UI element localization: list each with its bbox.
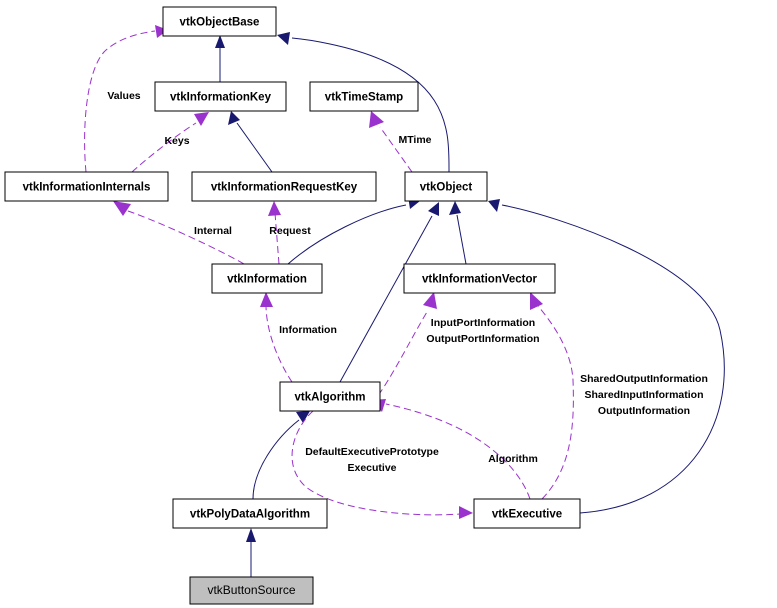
edge-label-defaultexecutiveprototype: DefaultExecutivePrototype bbox=[305, 446, 439, 458]
edge-label-sharedinputinformation: SharedInputInformation bbox=[585, 389, 704, 401]
edge-vtkAlgorithm-to-vtkObject bbox=[339, 202, 439, 383]
edge-vtkInformationRequestKey-to-vtkInformationKey bbox=[228, 111, 273, 173]
class-node-label: vtkObject bbox=[420, 182, 473, 194]
edge-label-sharedoutputinformation: SharedOutputInformation bbox=[580, 373, 708, 385]
edge-vtkInformationVector-to-vtkObject bbox=[449, 201, 467, 265]
class-node-group: vtkObjectBase vtkInformationKey vtkTimeS… bbox=[4, 6, 581, 605]
class-node-vtktimestamp[interactable]: vtkTimeStamp bbox=[309, 81, 419, 112]
class-node-label: vtkObjectBase bbox=[180, 17, 260, 29]
edge-vtkPolyDataAlgorithm-to-vtkAlgorithm bbox=[252, 411, 310, 500]
class-node-vtkpolydataalgorithm[interactable]: vtkPolyDataAlgorithm bbox=[172, 498, 328, 529]
edge-usage-internal bbox=[113, 201, 245, 265]
class-node-vtkinformation[interactable]: vtkInformation bbox=[211, 263, 323, 294]
class-node-label: vtkInformationVector bbox=[422, 274, 538, 286]
class-node-label: vtkButtonSource bbox=[207, 583, 295, 597]
edge-vtkExecutive-to-vtkObject bbox=[488, 199, 725, 514]
edge-label-inputportinformation: InputPortInformation bbox=[431, 317, 535, 329]
edge-usage-request bbox=[268, 201, 281, 265]
edge-vtkObject-to-vtkObjectBase bbox=[277, 32, 450, 173]
edge-usage-information bbox=[260, 292, 293, 383]
usage-edges bbox=[84, 25, 574, 519]
class-node-label: vtkInformationInternals bbox=[23, 182, 151, 194]
class-node-label: vtkAlgorithm bbox=[295, 392, 366, 404]
class-node-label: vtkExecutive bbox=[492, 509, 562, 521]
class-node-vtkalgorithm[interactable]: vtkAlgorithm bbox=[279, 381, 381, 412]
class-node-vtkinformationkey[interactable]: vtkInformationKey bbox=[154, 81, 287, 112]
edge-label-values: Values bbox=[107, 90, 140, 102]
edge-label-executive: Executive bbox=[347, 462, 396, 474]
edge-usage-defaultexecutiveprototype bbox=[291, 410, 473, 519]
class-node-vtkobjectbase[interactable]: vtkObjectBase bbox=[162, 6, 277, 37]
class-node-label: vtkPolyDataAlgorithm bbox=[190, 509, 310, 521]
edge-label-algorithm: Algorithm bbox=[488, 453, 538, 465]
edge-label-keys: Keys bbox=[164, 135, 189, 147]
edge-usage-keys bbox=[131, 112, 209, 173]
edge-label-information: Information bbox=[279, 324, 337, 336]
edge-label-outputinformation: OutputInformation bbox=[598, 405, 690, 417]
inheritance-edges bbox=[215, 32, 725, 577]
edge-vtkButtonSource-to-vtkPolyDataAlgorithm bbox=[246, 528, 256, 577]
edge-vtkInformationKey-to-vtkObjectBase bbox=[215, 35, 225, 82]
edge-label-group: Values Keys MTime Internal Request Infor… bbox=[107, 90, 708, 474]
class-node-vtkinformationrequestkey[interactable]: vtkInformationRequestKey bbox=[191, 171, 377, 202]
class-node-label: vtkTimeStamp bbox=[325, 92, 403, 104]
edge-usage-portinformation bbox=[371, 292, 437, 405]
edge-label-outputportinformation: OutputPortInformation bbox=[426, 333, 539, 345]
class-node-label: vtkInformationRequestKey bbox=[211, 182, 358, 194]
class-node-label: vtkInformation bbox=[227, 274, 307, 286]
class-node-label: vtkInformationKey bbox=[170, 92, 272, 104]
class-node-vtkexecutive[interactable]: vtkExecutive bbox=[473, 498, 581, 529]
class-node-vtkinformationvector[interactable]: vtkInformationVector bbox=[403, 263, 556, 294]
class-node-vtkobject[interactable]: vtkObject bbox=[404, 171, 488, 202]
edge-usage-mtime bbox=[369, 111, 413, 173]
edge-label-mtime: MTime bbox=[398, 134, 431, 146]
edge-usage-values bbox=[84, 25, 168, 173]
edge-label-internal: Internal bbox=[194, 225, 232, 237]
class-node-vtkbuttonsource[interactable]: vtkButtonSource bbox=[189, 576, 314, 605]
edge-label-request: Request bbox=[269, 225, 311, 237]
class-node-vtkinformationinternals[interactable]: vtkInformationInternals bbox=[4, 171, 169, 202]
edge-usage-sharedinformation bbox=[530, 292, 574, 500]
